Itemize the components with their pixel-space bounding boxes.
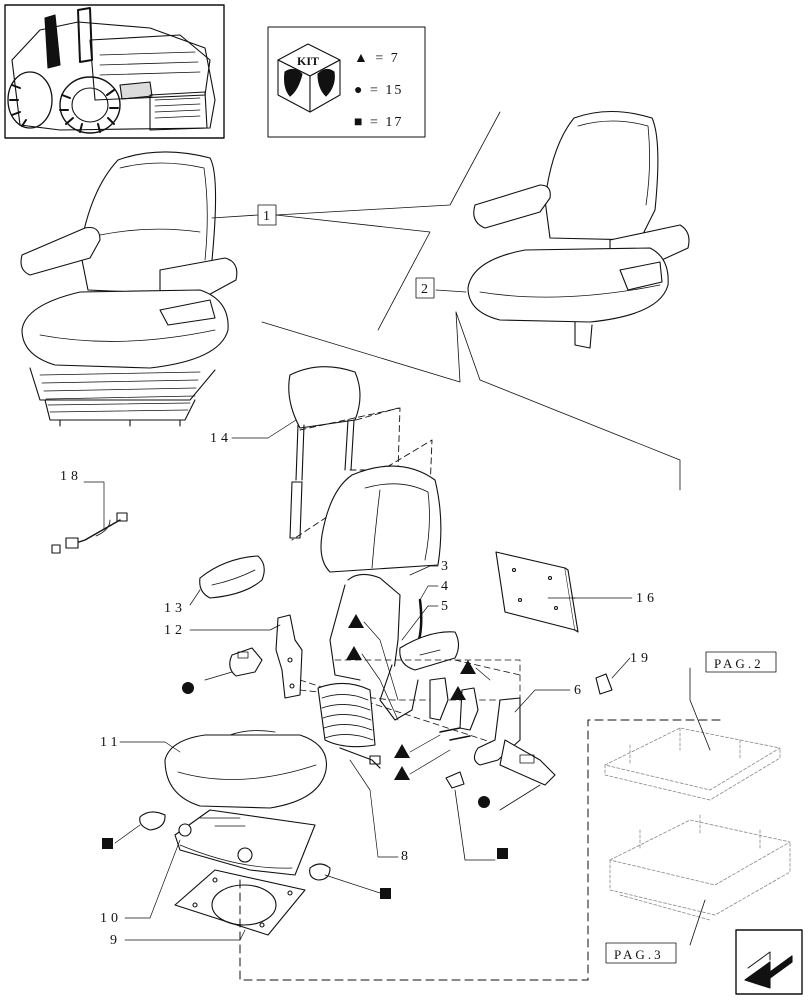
cap-19 [595, 673, 613, 695]
callout-2-box [415, 277, 435, 299]
callout-18: 18 [60, 469, 82, 484]
callout-12: 12 [164, 623, 186, 638]
kit-legend: KIT ▲ = 7 ● = 15 ■ = 17 [267, 26, 426, 138]
kit-markers [102, 614, 508, 899]
triangle-marker [450, 686, 466, 700]
square-marker [380, 888, 391, 899]
triangle-marker [346, 646, 362, 660]
seat-cushion [164, 730, 328, 809]
headrest [288, 366, 401, 541]
kit-triangle-count: ▲ = 7 [354, 51, 400, 66]
circle-marker [478, 796, 490, 808]
callout-10: 10 [100, 911, 122, 926]
kit-square-count: ■ = 17 [354, 115, 403, 130]
callout-14: 14 [210, 431, 232, 446]
small-clips [139, 811, 331, 881]
leader-lines [83, 419, 633, 941]
belt-buckle-left [204, 647, 263, 681]
callout-1: 1 [263, 209, 270, 224]
kit-box-icon: KIT [277, 43, 341, 113]
callout-11: 11 [100, 735, 121, 750]
bracket-12 [275, 614, 303, 699]
callout-3: 3 [441, 559, 448, 574]
assembly-link-lines [239, 719, 721, 981]
triangle-marker [394, 744, 410, 758]
square-marker [497, 848, 508, 859]
kit-badge: KIT [297, 54, 319, 68]
heating-mat [317, 682, 381, 769]
callout-8: 8 [401, 849, 408, 864]
next-page-button[interactable] [735, 929, 803, 995]
kit-circle-count: ● = 15 [354, 83, 403, 98]
seat-assembly-1 [20, 151, 238, 427]
page-ref-pag3-label[interactable]: PAG.3 [614, 947, 664, 962]
page-ref-pag2-label[interactable]: PAG.2 [714, 656, 764, 671]
clip-part [445, 771, 496, 861]
seat-slide [174, 809, 316, 876]
seat-assembly-2 [467, 111, 690, 349]
triangle-marker [460, 660, 476, 674]
callout-labels: 1 2 3 4 5 6 8 9 10 11 12 13 14 16 18 19 [60, 204, 658, 948]
seat-belt-right [499, 739, 556, 811]
foam-pad [199, 555, 265, 599]
tractor-thumbnail [4, 4, 225, 139]
callout-19: 19 [630, 651, 652, 666]
arrow-next-page-icon [744, 951, 793, 989]
callout-16: 16 [636, 591, 658, 606]
callout-lines [211, 111, 681, 491]
callout-9: 9 [110, 933, 117, 948]
square-marker [102, 838, 113, 849]
backrest-cushion [320, 439, 442, 573]
callout-4: 4 [441, 579, 448, 594]
marker-leaders [114, 621, 491, 894]
page-ref-pag2[interactable]: PAG.2 [705, 651, 777, 673]
callout-6: 6 [574, 683, 581, 698]
triangle-marker [394, 766, 410, 780]
circle-marker [182, 682, 194, 694]
panel-16 [495, 551, 579, 633]
pag-callout-lines [689, 667, 711, 946]
tractor-thumbnail-icon [7, 7, 216, 134]
callout-13: 13 [164, 601, 186, 616]
callout-1-box [257, 204, 277, 226]
backrest-frame [329, 573, 460, 721]
base-plate [174, 869, 306, 936]
triangle-marker [348, 614, 364, 628]
callout-2: 2 [421, 282, 428, 297]
page-ref-pag3[interactable]: PAG.3 [605, 942, 677, 964]
cable-harness [51, 512, 128, 554]
referenced-assembly-ghost [604, 727, 791, 921]
callout-5: 5 [441, 599, 448, 614]
